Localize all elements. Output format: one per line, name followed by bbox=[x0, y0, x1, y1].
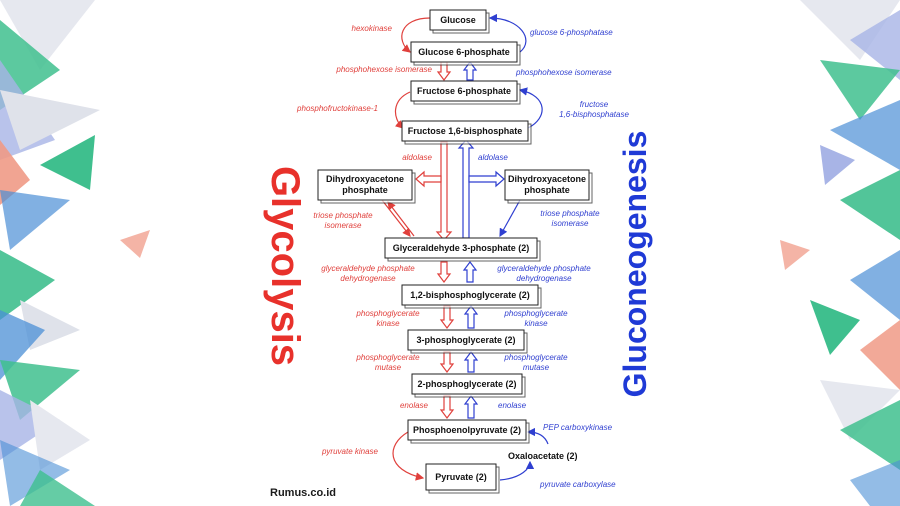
tpi-left-down-arrow bbox=[381, 199, 411, 237]
enzyme-tpi-n-2: isomerase bbox=[552, 219, 589, 228]
enzyme-glucose-6-phosphatase: glucose 6-phosphatase bbox=[530, 28, 613, 37]
up-arrow-aldolase bbox=[457, 139, 475, 239]
pepck-arrow bbox=[526, 427, 549, 445]
box-glucose: Glucose bbox=[429, 9, 490, 34]
enzyme-pgk-g-1: phosphoglycerate bbox=[355, 309, 420, 318]
tpi-arrows bbox=[381, 199, 521, 238]
enzyme-gapdh-g-1: glyceraldehyde phosphate bbox=[321, 264, 415, 273]
enzyme-gapdh-g-2: dehydrogenase bbox=[340, 274, 396, 283]
pyruvate-kinase-arrow bbox=[392, 431, 425, 481]
enzyme-hexokinase: hexokinase bbox=[352, 24, 393, 33]
block-arrows bbox=[415, 61, 505, 419]
label-dhap-right-1: Dihydroxyacetone bbox=[508, 174, 586, 184]
box-bisphosphoglycerate: 1,2-bisphosphoglycerate (2) bbox=[401, 284, 542, 309]
label-g3p: Glyceraldehyde 3-phosphate (2) bbox=[393, 243, 530, 253]
enzyme-fbpase-2: 1,6-bisphosphatase bbox=[559, 110, 629, 119]
pfk-arrow bbox=[394, 91, 411, 129]
box-fructose-6-phosphate: Fructose 6-phosphate bbox=[410, 80, 521, 105]
label-g6p: Glucose 6-phosphate bbox=[418, 47, 510, 57]
up-arrow-enolase bbox=[463, 395, 479, 419]
hexokinase-arrow bbox=[401, 17, 431, 53]
label-bpg: 1,2-bisphosphoglycerate (2) bbox=[410, 290, 530, 300]
enzyme-pgm-g-1: phosphoglycerate bbox=[355, 353, 420, 362]
glucose-6-phosphatase-arrow bbox=[488, 13, 527, 53]
enzyme-pgk-n-1: phosphoglycerate bbox=[503, 309, 568, 318]
label-3pg: 3-phosphoglycerate (2) bbox=[416, 335, 515, 345]
source-watermark: Rumus.co.id bbox=[270, 487, 336, 499]
label-oxaloacetate: Oxaloacetate (2) bbox=[508, 451, 578, 461]
enzyme-tpi-g-1: triose phosphate bbox=[313, 211, 373, 220]
label-f6p: Fructose 6-phosphate bbox=[417, 86, 511, 96]
curved-arrows bbox=[392, 13, 549, 481]
title-glycolysis: Glycolysis bbox=[263, 166, 307, 366]
enzyme-pgm-n-1: phosphoglycerate bbox=[503, 353, 568, 362]
box-glyceraldehyde-3-phosphate: Glyceraldehyde 3-phosphate (2) bbox=[384, 237, 541, 262]
label-dhap-left-2: phosphate bbox=[342, 185, 388, 195]
enzyme-phosphohexose-isomerase-g: phosphohexose isomerase bbox=[335, 65, 432, 74]
down-arrow-enolase bbox=[439, 395, 455, 419]
enzyme-pgk-n-2: kinase bbox=[524, 319, 548, 328]
enzyme-enolase-g: enolase bbox=[400, 401, 429, 410]
enzyme-pyruvate-carboxylase: pyruvate carboxylase bbox=[539, 480, 616, 489]
left-decoration bbox=[0, 0, 150, 506]
tpi-left-up-arrow bbox=[387, 201, 415, 237]
right-decoration bbox=[780, 0, 900, 506]
down-arrow-gapdh bbox=[436, 261, 452, 283]
down-arrow-aldolase bbox=[435, 141, 453, 241]
enzyme-phosphohexose-isomerase-n: phosphohexose isomerase bbox=[515, 68, 612, 77]
label-glucose: Glucose bbox=[440, 15, 476, 25]
enzyme-pep-carboxykinase: PEP carboxykinase bbox=[543, 423, 613, 432]
enzyme-pgk-g-2: kinase bbox=[376, 319, 400, 328]
box-phosphoenolpyruvate: Phosphoenolpyruvate (2) bbox=[407, 419, 530, 444]
label-2pg: 2-phosphoglycerate (2) bbox=[417, 379, 516, 389]
right-arrow-dhap bbox=[468, 170, 505, 188]
box-3-phosphoglycerate: 3-phosphoglycerate (2) bbox=[407, 329, 528, 354]
pyruvate-carboxylase-arrow bbox=[499, 460, 535, 481]
enzyme-aldolase-n: aldolase bbox=[478, 153, 508, 162]
box-pyruvate: Pyruvate (2) bbox=[425, 463, 500, 494]
enzyme-pfk: phosphofructokinase-1 bbox=[296, 104, 378, 113]
box-2-phosphoglycerate: 2-phosphoglycerate (2) bbox=[411, 373, 526, 398]
label-dhap-right-2: phosphate bbox=[524, 185, 570, 195]
up-arrow-phi bbox=[462, 61, 478, 81]
fbpase-arrow bbox=[518, 87, 543, 129]
down-arrow-pgk bbox=[439, 305, 455, 329]
down-arrow-pgm bbox=[439, 351, 455, 373]
up-arrow-pgm bbox=[463, 351, 479, 373]
enzyme-fbpase-1: fructose bbox=[580, 100, 609, 109]
left-arrow-dhap bbox=[415, 170, 442, 188]
box-oxaloacetate: Oxaloacetate (2) bbox=[508, 451, 578, 461]
label-dhap-left-1: Dihydroxyacetone bbox=[326, 174, 404, 184]
enzyme-gapdh-n-2: dehydrogenase bbox=[516, 274, 572, 283]
enzyme-enolase-n: enolase bbox=[498, 401, 527, 410]
enzyme-tpi-n-1: triose phosphate bbox=[540, 209, 600, 218]
enzyme-pgm-n-2: mutase bbox=[523, 363, 550, 372]
up-arrow-pgk bbox=[463, 305, 479, 329]
enzyme-gapdh-n-1: glyceraldehyde phosphate bbox=[497, 264, 591, 273]
label-f16bp: Fructose 1,6-bisphosphate bbox=[408, 126, 523, 136]
enzyme-aldolase-g: aldolase bbox=[402, 153, 432, 162]
gluconeogenesis-enzymes: glucose 6-phosphatase phosphohexose isom… bbox=[478, 28, 629, 489]
title-gluconeogenesis: Gluconeogenesis bbox=[617, 131, 653, 398]
box-fructose-1-6-bisphosphate: Fructose 1,6-bisphosphate bbox=[401, 120, 532, 145]
enzyme-pyruvate-kinase: pyruvate kinase bbox=[321, 447, 379, 456]
box-glucose-6-phosphate: Glucose 6-phosphate bbox=[410, 41, 521, 66]
box-dhap-right: Dihydroxyacetone phosphate bbox=[504, 169, 593, 204]
label-pep: Phosphoenolpyruvate (2) bbox=[413, 425, 521, 435]
up-arrow-gapdh bbox=[462, 261, 478, 283]
glycolysis-enzymes: hexokinase phosphohexose isomerase phosp… bbox=[296, 24, 432, 456]
box-dhap-left: Dihydroxyacetone phosphate bbox=[317, 169, 416, 204]
enzyme-pgm-g-2: mutase bbox=[375, 363, 402, 372]
label-pyruvate: Pyruvate (2) bbox=[435, 472, 487, 482]
tpi-right-arrow bbox=[499, 199, 521, 238]
enzyme-tpi-g-2: isomerase bbox=[325, 221, 362, 230]
